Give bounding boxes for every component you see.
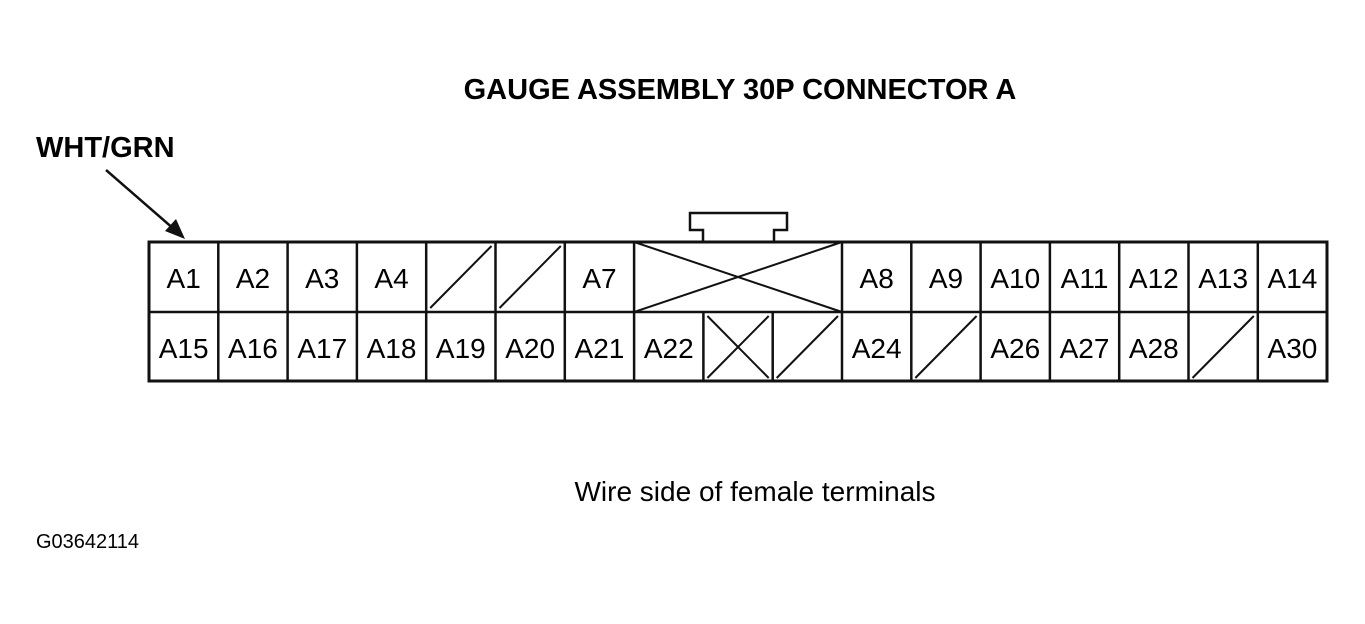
terminal-label: A17 bbox=[297, 333, 347, 364]
figure-code: G03642114 bbox=[36, 531, 139, 553]
wire-color-label: WHT/GRN bbox=[36, 132, 175, 164]
terminal-label: A2 bbox=[236, 263, 270, 294]
diagram-caption: Wire side of female terminals bbox=[574, 476, 935, 507]
terminal-label: A3 bbox=[305, 263, 339, 294]
blocked-cavity-mark bbox=[633, 241, 843, 313]
terminal-label: A18 bbox=[367, 333, 417, 364]
terminal-label: A19 bbox=[436, 333, 486, 364]
empty-cavity-mark bbox=[498, 245, 562, 309]
terminal-label: A21 bbox=[575, 333, 625, 364]
terminal-label: A14 bbox=[1268, 263, 1318, 294]
terminal-label: A27 bbox=[1060, 333, 1110, 364]
terminal-label: A12 bbox=[1129, 263, 1179, 294]
terminal-label: A1 bbox=[167, 263, 201, 294]
empty-cavity-mark bbox=[914, 315, 978, 379]
wire-pointer-arrow bbox=[105, 169, 185, 239]
connector-lock-tab bbox=[688, 211, 789, 242]
terminal-label: A13 bbox=[1198, 263, 1248, 294]
terminal-label: A24 bbox=[852, 333, 902, 364]
empty-cavity-mark bbox=[1191, 315, 1255, 379]
terminal-label: A20 bbox=[505, 333, 555, 364]
empty-cavity-mark bbox=[775, 315, 839, 379]
terminal-label: A4 bbox=[374, 263, 408, 294]
terminal-label: A8 bbox=[860, 263, 894, 294]
terminal-label: A26 bbox=[990, 333, 1040, 364]
terminal-label: A11 bbox=[1061, 263, 1109, 294]
terminal-label: A16 bbox=[228, 333, 278, 364]
terminal-label: A28 bbox=[1129, 333, 1179, 364]
empty-cavity-mark bbox=[429, 245, 493, 309]
terminal-label: A10 bbox=[990, 263, 1040, 294]
terminal-label: A7 bbox=[582, 263, 616, 294]
terminal-label: A9 bbox=[929, 263, 963, 294]
terminal-label: A30 bbox=[1268, 333, 1318, 364]
diagram-title: GAUGE ASSEMBLY 30P CONNECTOR A bbox=[464, 74, 1017, 106]
blocked-cavity-mark bbox=[706, 315, 770, 379]
terminal-label: A15 bbox=[159, 333, 209, 364]
terminal-label: A22 bbox=[644, 333, 694, 364]
